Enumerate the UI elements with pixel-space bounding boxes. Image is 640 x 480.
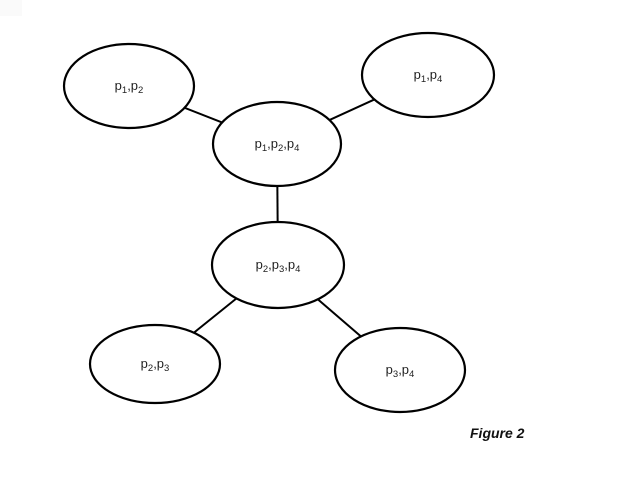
graph-node-p3p4: p3,p4 [333,326,467,414]
graph-node-p1p2p4: p1,p2,p4 [211,100,343,188]
node-label-p1p2p4: p1,p2,p4 [255,136,300,154]
node-ellipse-p2p3p4 [210,220,346,310]
node-ellipse-p2p3 [88,323,222,405]
node-label-p2p3: p2,p3 [141,356,170,374]
node-label-p2p3p4: p2,p3,p4 [256,257,301,275]
node-ellipse-p3p4 [333,326,467,414]
node-ellipse-p1p2p4 [211,100,343,188]
node-label-p1p4: p1,p4 [414,67,443,85]
figure-caption: Figure 2 [470,425,525,441]
graph-node-p2p3p4: p2,p3,p4 [210,220,346,310]
graph-node-p1p4: p1,p4 [360,31,496,119]
node-label-p3p4: p3,p4 [386,362,415,380]
corner-artifact [0,0,22,16]
node-ellipse-p1p4 [360,31,496,119]
graph-node-p1p2: p1,p2 [62,42,196,130]
node-ellipse-p1p2 [62,42,196,130]
graph-node-p2p3: p2,p3 [88,323,222,405]
node-label-p1p2: p1,p2 [115,78,144,96]
